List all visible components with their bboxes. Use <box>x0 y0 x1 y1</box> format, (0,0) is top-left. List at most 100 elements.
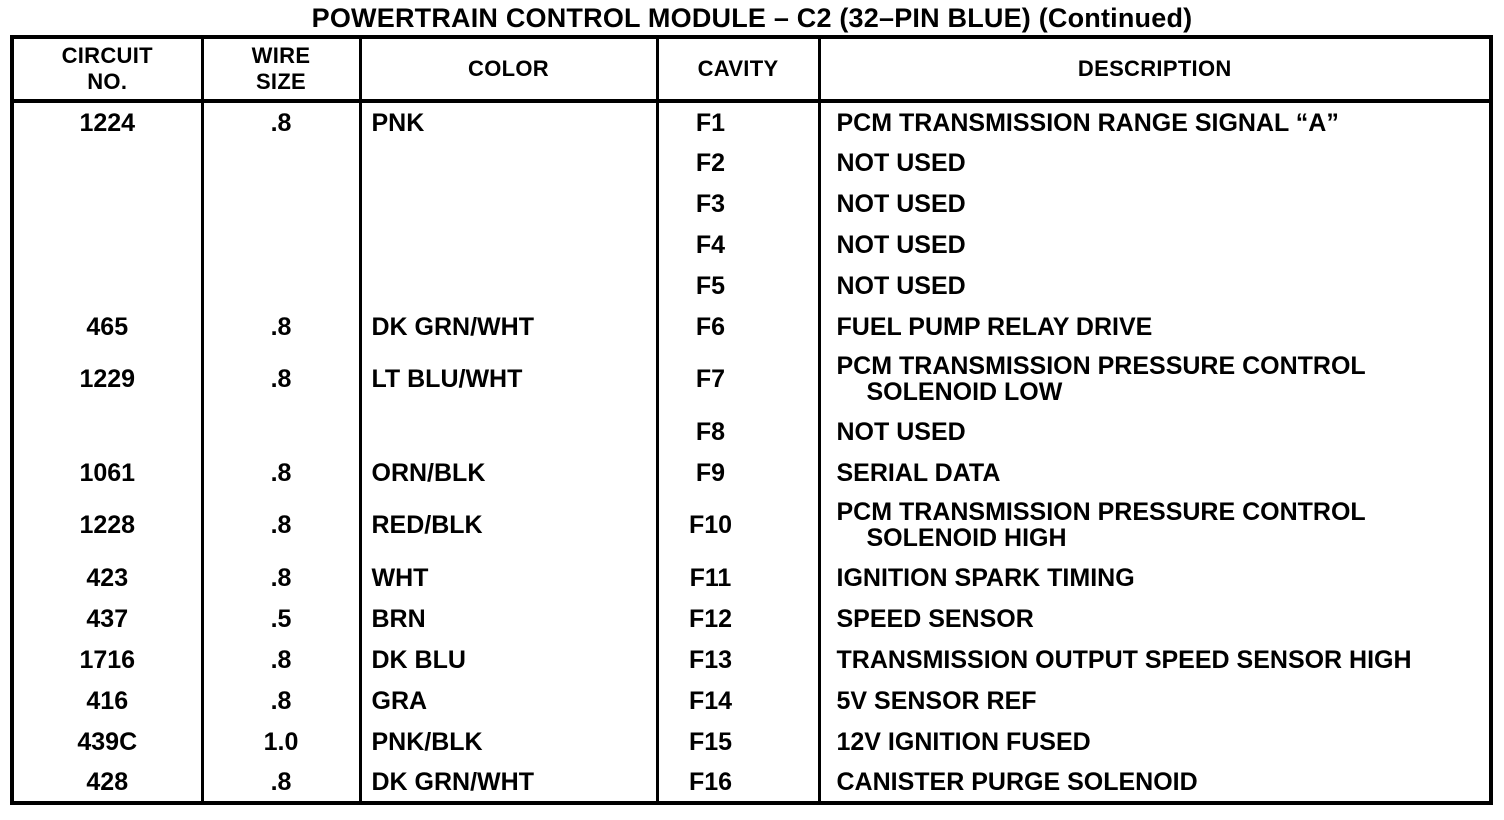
circuit-no-cell: 423 <box>10 557 204 598</box>
header-row: CIRCUIT NO. WIRE SIZE COLOR CAVITY DESCR… <box>10 35 1493 103</box>
table-header: CIRCUIT NO. WIRE SIZE COLOR CAVITY DESCR… <box>10 35 1493 103</box>
description-line1: PCM TRANSMISSION RANGE SIGNAL “A” <box>836 108 1339 137</box>
cavity-cell: F1 <box>655 101 821 142</box>
description-cell: NOT USED <box>817 411 1493 452</box>
description-cell: TRANSMISSION OUTPUT SPEED SENSOR HIGH <box>817 639 1493 680</box>
circuit-no-cell <box>10 265 204 306</box>
header-cavity: CAVITY <box>655 35 821 103</box>
wire-size-cell: .8 <box>200 101 362 142</box>
description-line1: 5V SENSOR REF <box>836 686 1037 715</box>
wire-size-cell: .8 <box>200 347 362 411</box>
circuit-no-cell <box>10 411 204 452</box>
table-row: 1716 .8 DK BLU F13 TRANSMISSION OUTPUT S… <box>10 639 1493 680</box>
description-line1: SERIAL DATA <box>836 458 1001 487</box>
table-row: 465 .8 DK GRN/WHT F6 FUEL PUMP RELAY DRI… <box>10 306 1493 347</box>
description-line1: NOT USED <box>836 148 966 177</box>
circuit-no-cell <box>10 142 204 183</box>
circuit-no-cell: 1716 <box>10 639 204 680</box>
header-color: COLOR <box>358 35 659 103</box>
description-line1: PCM TRANSMISSION PRESSURE CONTROL <box>836 498 1366 526</box>
color-cell: RED/BLK <box>358 493 659 557</box>
color-cell: ORN/BLK <box>358 452 659 493</box>
description-cell: PCM TRANSMISSION PRESSURE CONTROL SOLENO… <box>817 347 1493 411</box>
description-line1: NOT USED <box>836 417 966 446</box>
description-line2: SOLENOID HIGH <box>866 524 1067 552</box>
description-cell: SERIAL DATA <box>817 452 1493 493</box>
table-row: F3 NOT USED <box>10 183 1493 224</box>
table-row: 416 .8 GRA F14 5V SENSOR REF <box>10 680 1493 721</box>
table-row: 1224 .8 PNK F1 PCM TRANSMISSION RANGE SI… <box>10 101 1493 142</box>
description-cell: NOT USED <box>817 265 1493 306</box>
circuit-no-cell: 465 <box>10 306 204 347</box>
description-line1: PCM TRANSMISSION PRESSURE CONTROL <box>836 352 1366 380</box>
wire-size-cell <box>200 265 362 306</box>
description-cell: SPEED SENSOR <box>817 598 1493 639</box>
color-cell: LT BLU/WHT <box>358 347 659 411</box>
description-cell: PCM TRANSMISSION PRESSURE CONTROL SOLENO… <box>817 493 1493 557</box>
color-cell: PNK/BLK <box>358 721 659 762</box>
wire-size-cell <box>200 411 362 452</box>
circuit-no-cell: 1228 <box>10 493 204 557</box>
cavity-cell: F16 <box>655 762 821 803</box>
wire-size-cell: .8 <box>200 306 362 347</box>
color-cell <box>358 411 659 452</box>
cavity-cell: F15 <box>655 721 821 762</box>
color-cell: BRN <box>358 598 659 639</box>
description-line1: NOT USED <box>836 230 966 259</box>
wire-size-cell: .8 <box>200 639 362 680</box>
color-cell <box>358 142 659 183</box>
description-cell: PCM TRANSMISSION RANGE SIGNAL “A” <box>817 101 1493 142</box>
wire-size-cell <box>200 224 362 265</box>
circuit-no-cell <box>10 224 204 265</box>
description-cell: 5V SENSOR REF <box>817 680 1493 721</box>
table-row: 1228 .8 RED/BLK F10 PCM TRANSMISSION PRE… <box>10 493 1493 557</box>
cavity-cell: F6 <box>655 306 821 347</box>
description-cell: FUEL PUMP RELAY DRIVE <box>817 306 1493 347</box>
cavity-cell: F5 <box>655 265 821 306</box>
cavity-cell: F4 <box>655 224 821 265</box>
description-line1: SPEED SENSOR <box>836 604 1034 633</box>
cavity-cell: F3 <box>655 183 821 224</box>
description-cell: CANISTER PURGE SOLENOID <box>817 762 1493 803</box>
description-cell: 12V IGNITION FUSED <box>817 721 1493 762</box>
table-row: 437 .5 BRN F12 SPEED SENSOR <box>10 598 1493 639</box>
color-cell <box>358 265 659 306</box>
cavity-cell: F11 <box>655 557 821 598</box>
cavity-cell: F2 <box>655 142 821 183</box>
description-cell: NOT USED <box>817 224 1493 265</box>
description-line1: NOT USED <box>836 271 966 300</box>
description-line1: NOT USED <box>836 189 966 218</box>
circuit-no-cell: 1061 <box>10 452 204 493</box>
wire-size-cell: .8 <box>200 762 362 803</box>
description-line1: CANISTER PURGE SOLENOID <box>836 767 1198 796</box>
color-cell <box>358 224 659 265</box>
cavity-cell: F10 <box>655 493 821 557</box>
circuit-no-cell: 437 <box>10 598 204 639</box>
color-cell: DK BLU <box>358 639 659 680</box>
table-row: 423 .8 WHT F11 IGNITION SPARK TIMING <box>10 557 1493 598</box>
table-row: 1061 .8 ORN/BLK F9 SERIAL DATA <box>10 452 1493 493</box>
cavity-cell: F9 <box>655 452 821 493</box>
color-cell: GRA <box>358 680 659 721</box>
header-circuit-no: CIRCUIT NO. <box>10 35 204 103</box>
color-cell: PNK <box>358 101 659 142</box>
table-row: 428 .8 DK GRN/WHT F16 CANISTER PURGE SOL… <box>10 762 1493 803</box>
table-row: F5 NOT USED <box>10 265 1493 306</box>
color-cell: WHT <box>358 557 659 598</box>
header-wire-size: WIRE SIZE <box>200 35 362 103</box>
cavity-cell: F8 <box>655 411 821 452</box>
wire-size-cell <box>200 142 362 183</box>
wire-size-cell: .8 <box>200 452 362 493</box>
table-row: F2 NOT USED <box>10 142 1493 183</box>
description-cell: NOT USED <box>817 142 1493 183</box>
description-line1: TRANSMISSION OUTPUT SPEED SENSOR HIGH <box>836 645 1412 674</box>
wire-size-cell: .8 <box>200 557 362 598</box>
circuit-no-cell <box>10 183 204 224</box>
table-body: 1224 .8 PNK F1 PCM TRANSMISSION RANGE SI… <box>10 101 1493 803</box>
color-cell: DK GRN/WHT <box>358 762 659 803</box>
table-row: F4 NOT USED <box>10 224 1493 265</box>
circuit-no-cell: 1229 <box>10 347 204 411</box>
circuit-no-cell: 1224 <box>10 101 204 142</box>
wire-size-cell: .8 <box>200 493 362 557</box>
